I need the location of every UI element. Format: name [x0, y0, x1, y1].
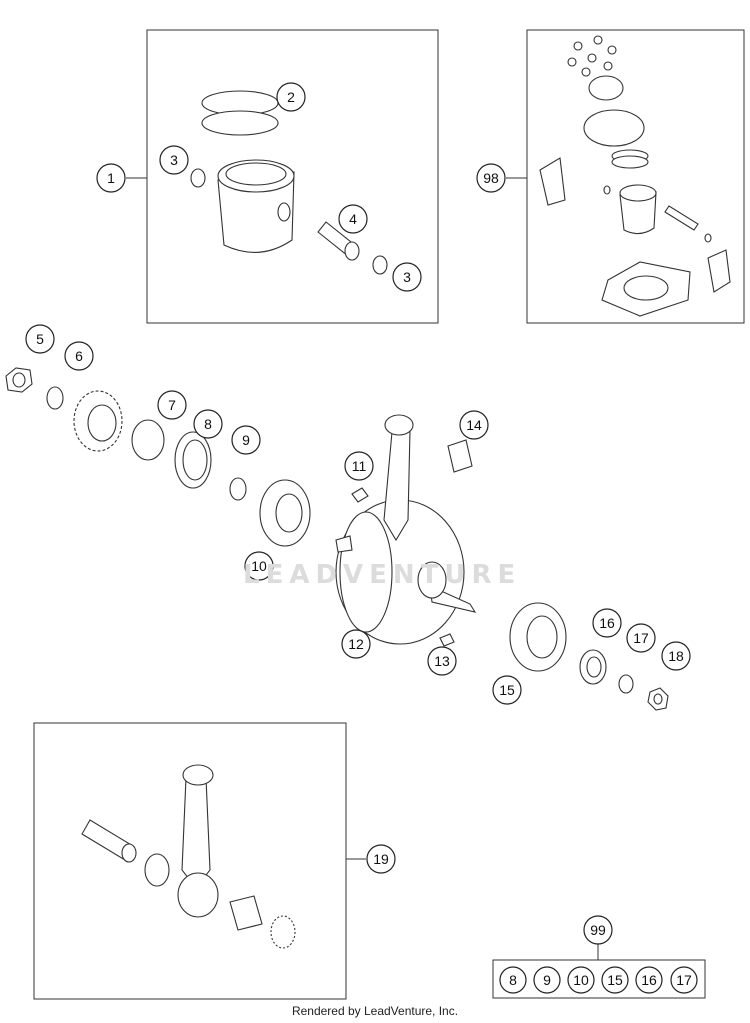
svg-text:99: 99: [590, 922, 606, 938]
svg-text:4: 4: [349, 211, 357, 227]
callout-15: 15: [492, 675, 522, 705]
footer-credit: Rendered by LeadVenture, Inc.: [291, 1004, 459, 1018]
nut-18: [647, 687, 669, 711]
callout-4: 4: [338, 204, 368, 234]
callout-13: 13: [427, 646, 457, 676]
nut-5: [5, 367, 33, 393]
callout-5: 5: [25, 324, 55, 354]
svg-text:3: 3: [170, 152, 178, 168]
kit-99-item: 15: [601, 966, 629, 994]
svg-text:14: 14: [466, 417, 482, 433]
kit-99-item: 8: [499, 966, 527, 994]
svg-text:17: 17: [633, 630, 649, 646]
needle-bearing-kit: [229, 895, 263, 931]
svg-text:1: 1: [107, 170, 115, 186]
o-ring-9: [229, 477, 247, 501]
gear: [73, 390, 123, 452]
conrod-kit-box: [33, 722, 347, 1000]
circlip-3a: [190, 168, 206, 188]
callout-19: 19: [366, 844, 396, 874]
bearing-kit-box: [492, 959, 706, 999]
needle-cage: [270, 915, 296, 949]
svg-text:11: 11: [352, 458, 367, 474]
callout-17: 17: [626, 623, 656, 653]
callout-9: 9: [231, 425, 261, 455]
piston-kit-box: [146, 29, 439, 324]
svg-text:18: 18: [668, 648, 684, 664]
callout-11: 11: [344, 451, 374, 481]
svg-text:5: 5: [36, 331, 44, 347]
bearing-10: [259, 479, 311, 547]
callout-7: 7: [157, 390, 187, 420]
woodruff-key-11: [351, 487, 369, 503]
svg-text:8: 8: [509, 972, 517, 988]
leader-lines: [126, 177, 599, 960]
washer-6: [46, 386, 64, 410]
kit-99-item: 17: [670, 966, 698, 994]
crankshaft: [335, 499, 477, 645]
callout-18: 18: [661, 641, 691, 671]
svg-text:6: 6: [75, 348, 83, 364]
callout-1: 1: [96, 163, 126, 193]
callout-98: 98: [476, 163, 506, 193]
svg-text:19: 19: [373, 851, 389, 867]
piston-rings: [201, 90, 279, 136]
svg-text:3: 3: [403, 269, 411, 285]
callout-3b: 3: [392, 262, 422, 292]
svg-text:2: 2: [287, 89, 295, 105]
svg-text:12: 12: [348, 636, 364, 652]
kit-99-item: 16: [635, 966, 663, 994]
svg-text:16: 16: [641, 972, 657, 988]
svg-text:10: 10: [573, 972, 589, 988]
svg-text:7: 7: [168, 397, 176, 413]
conrod-19: [177, 764, 219, 918]
connecting-rod: [383, 414, 414, 542]
key-13: [439, 633, 455, 647]
thrust-washer: [144, 853, 170, 887]
shaft-seal-16: [579, 649, 607, 685]
svg-text:9: 9: [543, 972, 551, 988]
svg-text:8: 8: [204, 416, 212, 432]
bearing-15: [509, 602, 567, 672]
callout-2: 2: [276, 82, 306, 112]
conrod-pin: [81, 819, 137, 863]
o-ring-17: [618, 674, 634, 694]
callout-8: 8: [193, 409, 223, 439]
callout-16: 16: [592, 608, 622, 638]
svg-text:16: 16: [599, 615, 615, 631]
bushing-7: [131, 419, 165, 461]
svg-text:9: 9: [242, 432, 250, 448]
svg-text:17: 17: [676, 972, 692, 988]
callout-14: 14: [459, 410, 489, 440]
watermark: LEADVENTURE: [243, 560, 522, 590]
callout-99: 99: [583, 915, 613, 945]
callout-6: 6: [64, 341, 94, 371]
circlip-3b: [372, 255, 388, 275]
top-end-kit-box: [526, 29, 745, 324]
svg-text:15: 15: [499, 682, 515, 698]
svg-text:98: 98: [483, 170, 499, 186]
svg-text:10: 10: [251, 558, 267, 574]
kit-99-item: 10: [567, 966, 595, 994]
callout-10: 10: [244, 551, 274, 581]
piston: [217, 159, 295, 253]
piston-pin: [317, 221, 360, 261]
svg-text:13: 13: [434, 653, 450, 669]
svg-text:15: 15: [607, 972, 623, 988]
kit-99-item: 9: [533, 966, 561, 994]
kit-98-small-parts: [539, 35, 731, 317]
needle-bearing-14: [447, 439, 473, 473]
shaft-seal-8: [174, 431, 212, 489]
callout-3a: 3: [159, 145, 189, 175]
callout-12: 12: [341, 629, 371, 659]
